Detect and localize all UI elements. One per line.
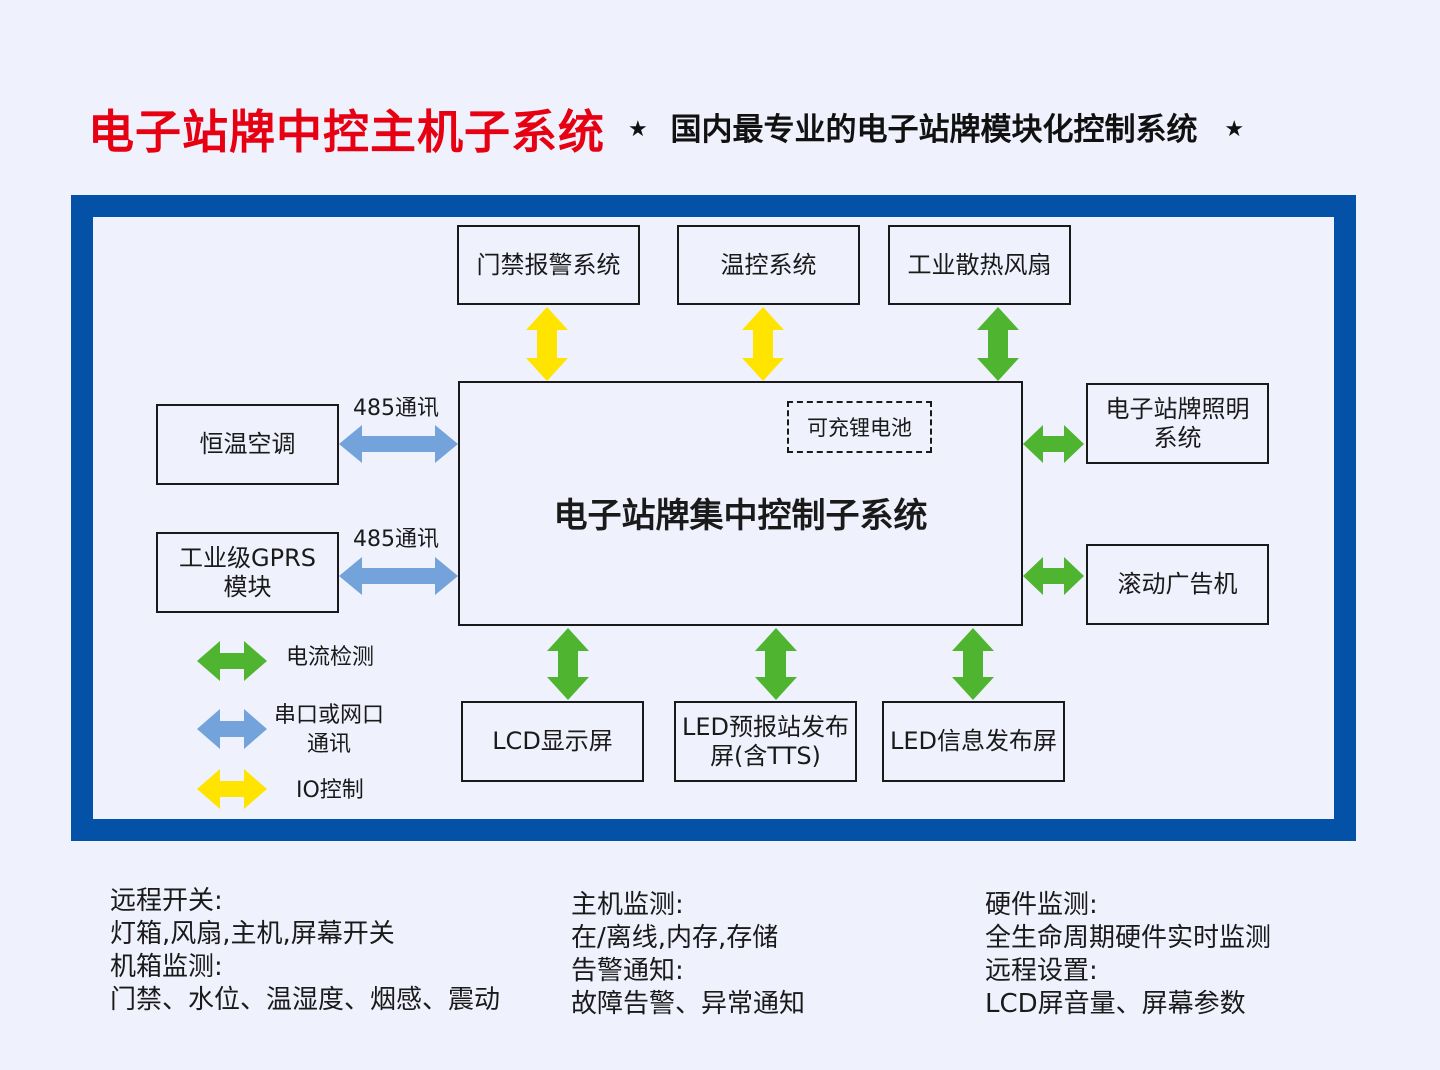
feature-line: 故障告警、异常通知 (571, 989, 806, 1019)
ad-machine-box: 滚动广告机 (1086, 544, 1269, 625)
cooling-fan-box: 工业散热风扇 (888, 225, 1071, 305)
feature-line: 灯箱,风扇,主机,屏幕开关 (110, 919, 395, 949)
box-label: 门禁报警系统 (476, 250, 621, 279)
battery-label: 可充锂电池 (807, 416, 912, 440)
temp-control-box: 温控系统 (677, 225, 860, 305)
box-label: LED信息发布屏 (889, 727, 1057, 756)
feature-line: 门禁、水位、温湿度、烟感、震动 (110, 985, 501, 1015)
box-label: 工业散热风扇 (907, 250, 1052, 279)
feature-line: 远程开关: (110, 886, 223, 916)
features-col-3: 硬件监测: 全生命周期硬件实时监测 远程设置: LCD屏音量、屏幕参数 (985, 889, 1271, 1021)
comm-label: 485通讯 (353, 396, 439, 421)
led-forecast-box: LED预报站发布 屏(含TTS) (674, 701, 857, 782)
current-arrow (1023, 557, 1084, 595)
box-label: 电子站牌照明 系统 (1105, 394, 1250, 452)
feature-line: 硬件监测: (985, 890, 1098, 920)
air-conditioner-box: 恒温空调 (156, 404, 339, 485)
comm-arrow (339, 557, 458, 595)
central-control-title: 电子站牌集中控制子系统 (553, 496, 928, 536)
feature-line: 全生命周期硬件实时监测 (985, 923, 1272, 953)
subtitle: ★ 国内最专业的电子站牌模块化控制系统 ★ (628, 104, 1244, 149)
feature-line: 机箱监测: (110, 952, 223, 982)
led-info-box: LED信息发布屏 (882, 701, 1065, 782)
star-icon: ★ (1224, 117, 1245, 142)
current-arrow (952, 628, 994, 700)
io-arrow (526, 307, 568, 381)
legend-green-arrow (197, 641, 267, 681)
legend-current-label: 电流检测 (286, 645, 375, 670)
feature-line: 远程设置: (985, 956, 1098, 986)
comm-label: 485通讯 (353, 527, 439, 552)
box-label: 滚动广告机 (1117, 570, 1238, 599)
current-arrow (547, 628, 589, 700)
legend-blue-arrow (197, 709, 267, 749)
subtitle-text: 国内最专业的电子站牌模块化控制系统 (670, 112, 1198, 148)
feature-line: 告警通知: (571, 956, 684, 986)
box-label: LCD显示屏 (492, 727, 613, 756)
current-arrow (755, 628, 797, 700)
io-arrow (742, 307, 784, 381)
legend-io-label: IO控制 (296, 778, 364, 803)
box-label: 工业级GPRS 模块 (179, 543, 316, 601)
page-title: 电子站牌中控主机子系统 (88, 105, 605, 159)
current-arrow (977, 307, 1019, 381)
feature-line: 在/离线,内存,存储 (571, 923, 779, 953)
legend-comm-label: 串口或网口 通讯 (274, 703, 385, 757)
lighting-system-box: 电子站牌照明 系统 (1086, 383, 1269, 464)
features-col-2: 主机监测: 在/离线,内存,存储 告警通知: 故障告警、异常通知 (571, 889, 805, 1021)
feature-line: 主机监测: (571, 890, 684, 920)
legend-yellow-arrow (197, 769, 267, 809)
central-control-box (458, 381, 1023, 626)
comm-arrow (339, 425, 458, 463)
box-label: 恒温空调 (199, 430, 296, 459)
box-label: 温控系统 (720, 250, 817, 279)
features-col-1: 远程开关: 灯箱,风扇,主机,屏幕开关 机箱监测: 门禁、水位、温湿度、烟感、震… (110, 885, 500, 1017)
gprs-module-box: 工业级GPRS 模块 (156, 532, 339, 613)
lcd-screen-box: LCD显示屏 (461, 701, 644, 782)
star-icon: ★ (628, 117, 648, 142)
access-alarm-box: 门禁报警系统 (457, 225, 640, 305)
feature-line: LCD屏音量、屏幕参数 (985, 989, 1246, 1019)
current-arrow (1023, 425, 1084, 463)
box-label: LED预报站发布 屏(含TTS) (681, 712, 849, 770)
battery-box: 可充锂电池 (787, 401, 932, 453)
